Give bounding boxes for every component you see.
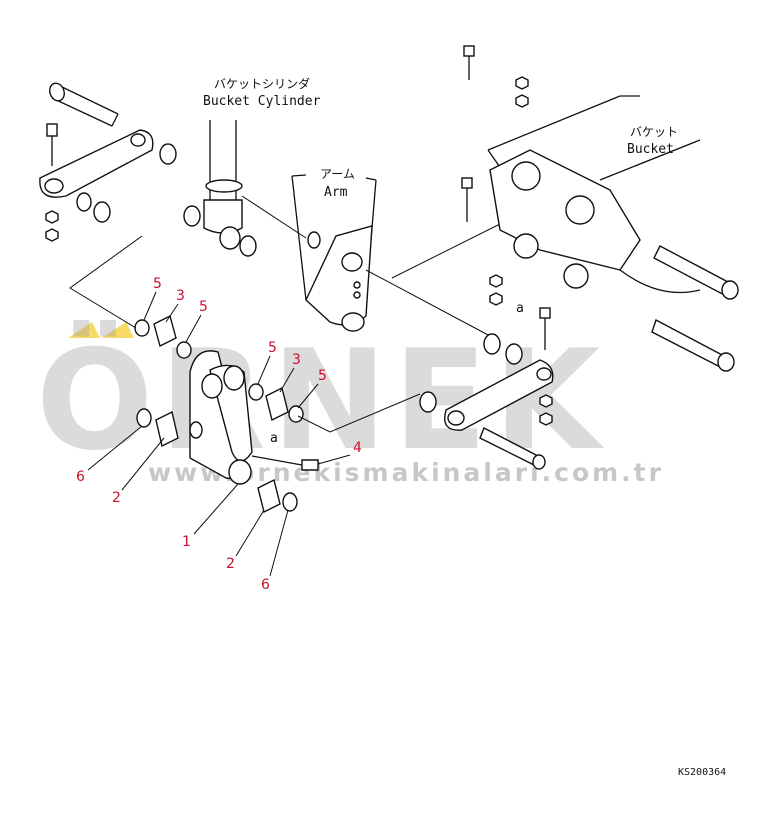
arm-jp-label: アーム (320, 167, 355, 181)
figure-code: KS200364 (678, 767, 726, 778)
arm-en-label: Arm (324, 185, 348, 200)
callout-5-c: 5 (268, 340, 277, 356)
callout-5-d: 5 (318, 368, 327, 384)
bucket-cylinder: バケットシリンダ Bucket Cylinder (183, 76, 321, 257)
bucket-cylinder-jp-label: バケットシリンダ (214, 76, 310, 91)
bucket-link-assembly: a (69, 235, 421, 514)
callout-3-b: 3 (292, 352, 301, 368)
right-link-assembly (419, 333, 554, 470)
callout-5-a: 5 (153, 276, 162, 292)
ref-a-right: a (516, 301, 524, 316)
bucket: バケット Bucket a (461, 45, 739, 426)
callout-1: 1 (182, 534, 191, 550)
ref-a-center: a (270, 431, 278, 446)
top-left-link-assembly (39, 82, 177, 242)
watermark: ÖRNEK www.ornekismakinalari.com.tr (36, 320, 661, 487)
callout-4: 4 (353, 440, 362, 456)
callout-6-b: 6 (261, 577, 270, 593)
callout-3-a: 3 (176, 288, 185, 304)
callout-6-a: 6 (76, 469, 85, 485)
bucket-cylinder-en-label: Bucket Cylinder (203, 94, 321, 109)
watermark-accent-dots (68, 322, 134, 338)
arm: アーム Arm (291, 167, 501, 337)
bucket-jp-label: バケット (630, 125, 678, 139)
callout-5-b: 5 (199, 299, 208, 315)
bucket-en-label: Bucket (627, 142, 674, 157)
callout-2-b: 2 (226, 556, 235, 572)
callouts: 5 3 5 5 3 5 4 6 2 1 2 6 (76, 276, 362, 593)
callout-2-a: 2 (112, 490, 121, 506)
